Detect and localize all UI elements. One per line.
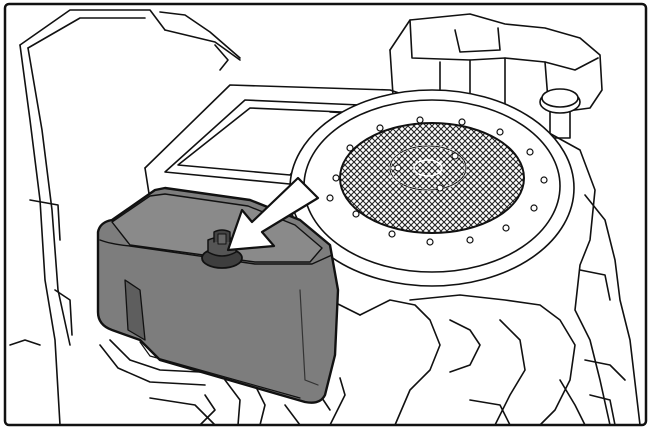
housing-bolts — [326, 116, 548, 246]
fuel-tank — [96, 186, 340, 404]
air-intake-screen — [339, 122, 525, 234]
hood-panel — [9, 9, 241, 426]
pointer-arrow — [226, 176, 320, 252]
fuel-cap — [201, 229, 243, 269]
dipstick-cap — [539, 88, 581, 139]
